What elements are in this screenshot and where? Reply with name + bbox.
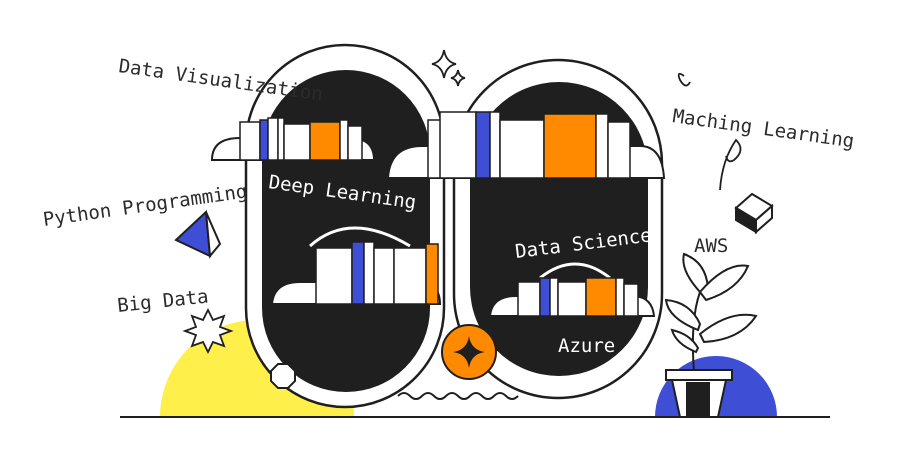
label-aws: AWS xyxy=(694,235,728,257)
shelf-right-bottom xyxy=(488,262,656,317)
left-capsule xyxy=(244,43,446,409)
star-badge-icon xyxy=(441,324,497,380)
label-azure: Azure xyxy=(558,335,615,357)
cube-icon xyxy=(734,192,774,235)
label-big-data: Big Data xyxy=(116,286,209,317)
burst-icon xyxy=(182,307,234,355)
octagon-icon xyxy=(270,363,296,389)
sparkle-icon xyxy=(431,49,466,87)
shelf-right-top xyxy=(386,111,666,179)
shelf-left-bottom xyxy=(270,226,442,305)
label-machine-learning: Maching Learning xyxy=(671,105,855,152)
plant-sketch-icon xyxy=(677,72,742,191)
plant-icon xyxy=(664,252,758,418)
shelf-left-top xyxy=(210,117,376,161)
pyramid-icon xyxy=(174,209,222,259)
wave-icon xyxy=(397,392,519,400)
label-python-programming: Python Programming xyxy=(42,181,249,231)
